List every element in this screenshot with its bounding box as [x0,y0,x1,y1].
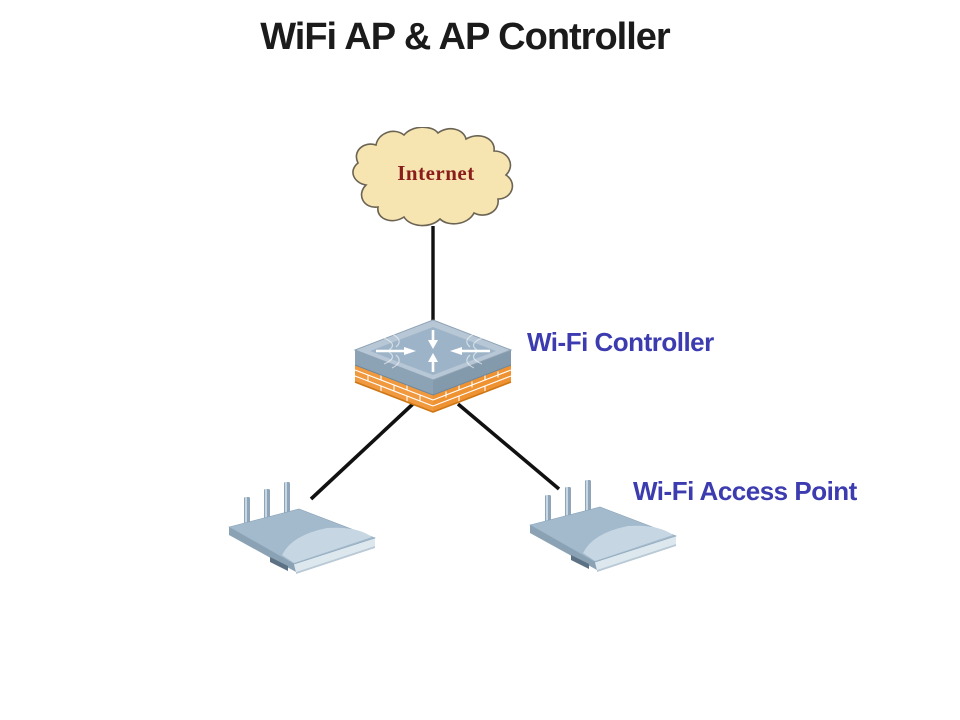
inward-arrows [376,330,490,372]
cloud-icon [352,127,514,227]
edge-controller-to-ap-right [456,402,561,491]
access-point-left-node [222,480,377,575]
wifi-controller-icon [353,319,513,413]
brick-mortar-lines [354,369,512,407]
access-point-icon [228,481,376,575]
radio-wave-marks [383,333,483,369]
page-title: WiFi AP & AP Controller [260,16,670,58]
controller-label: Wi-Fi Controller [527,327,714,357]
edge-controller-to-ap-left [309,400,417,501]
internet-cloud-node: Internet [344,127,528,231]
internet-label: Internet [397,161,475,185]
access-point-label: Wi-Fi Access Point [633,476,857,506]
wifi-controller-node [348,318,518,418]
